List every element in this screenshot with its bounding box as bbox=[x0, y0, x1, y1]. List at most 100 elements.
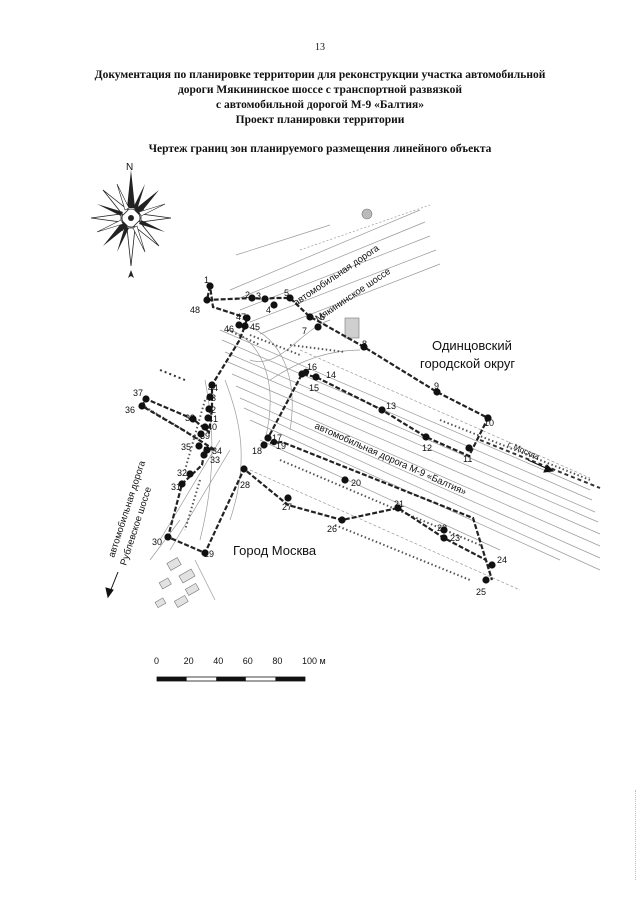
point-label: 30 bbox=[152, 537, 162, 547]
point-label: 31 bbox=[171, 482, 181, 492]
boundary-point: 31 bbox=[171, 480, 186, 492]
document-title-line: Документация по планировке территории дл… bbox=[94, 69, 546, 81]
point-label: 13 bbox=[386, 401, 396, 411]
boundary-point: 32 bbox=[177, 468, 194, 478]
scale-bar bbox=[156, 676, 306, 682]
point-label: 32 bbox=[177, 468, 187, 478]
point-label: 48 bbox=[190, 305, 200, 315]
boundary-point: 2 bbox=[245, 290, 256, 302]
point-label: 42 bbox=[206, 405, 216, 415]
point-label: 10 bbox=[484, 418, 494, 428]
boundary-point: 46 bbox=[224, 321, 243, 334]
boundary-point: 25 bbox=[476, 576, 490, 597]
point-label: 43 bbox=[206, 393, 216, 403]
point-label: 4 bbox=[266, 305, 271, 315]
point-label: 11 bbox=[463, 454, 472, 464]
point-label: 12 bbox=[422, 443, 432, 453]
point-label: 15 bbox=[309, 383, 319, 393]
scale-tick-label: 40 bbox=[213, 656, 223, 666]
scale-tick-label: 60 bbox=[243, 656, 253, 666]
point-label: 38 bbox=[185, 413, 195, 423]
boundary-point: 13 bbox=[378, 401, 396, 414]
point-label: 18 bbox=[252, 446, 262, 456]
boundary-point: 21 bbox=[394, 499, 404, 512]
point-label: 26 bbox=[327, 524, 337, 534]
boundary-point: 30 bbox=[152, 533, 172, 547]
boundary-point: 48 bbox=[190, 296, 211, 315]
point-label: 40 bbox=[207, 422, 217, 432]
point-label: 5 bbox=[284, 288, 289, 298]
point-label: 25 bbox=[476, 587, 486, 597]
point-label: 37 bbox=[133, 388, 143, 398]
boundary-point: 36 bbox=[125, 402, 146, 415]
point-label: 6 bbox=[320, 312, 325, 322]
point-label: 36 bbox=[125, 405, 135, 415]
boundary-point: 11 bbox=[463, 444, 473, 464]
boundary-point: 9 bbox=[433, 381, 441, 396]
boundary-point: 40 bbox=[201, 422, 217, 432]
road-label-myakininskoe: Мякининское шоссе bbox=[314, 266, 393, 324]
boundary-point: 26 bbox=[327, 516, 346, 534]
point-label: 34 bbox=[212, 446, 222, 456]
document-title-line: с автомобильной дорогой М-9 «Балтия» bbox=[215, 99, 424, 111]
document-title-line: Проект планировки территории bbox=[235, 114, 405, 126]
scale-tick-label: 0 bbox=[154, 656, 159, 666]
page-number: 13 bbox=[315, 42, 325, 53]
point-label: 19 bbox=[276, 441, 286, 451]
road-label-to-moscow: г. Москва bbox=[506, 440, 541, 462]
boundary-point: 47 bbox=[236, 312, 251, 322]
boundary-point: 38 bbox=[185, 413, 197, 423]
boundary-point: 10 bbox=[484, 414, 494, 428]
drawing-title: Чертеж границ зон планируемого размещени… bbox=[148, 143, 492, 155]
area-label-odintsovo: Одинцовский bbox=[432, 338, 512, 353]
document-title-line: дороги Мякининское шоссе с транспортной … bbox=[177, 84, 463, 96]
point-label: 1 bbox=[204, 275, 209, 285]
point-label: 29 bbox=[204, 549, 214, 559]
boundary-point: 23 bbox=[440, 533, 460, 543]
boundary-points: 1 2 3 4 5 6 7 8 9 10 11 12 13 14 15 16 1… bbox=[125, 275, 507, 597]
boundary-point: 45 bbox=[241, 322, 260, 332]
compass-north-label: N bbox=[126, 162, 133, 173]
point-label: 7 bbox=[302, 326, 307, 336]
boundary-point: 19 bbox=[270, 438, 286, 451]
boundary-point: 14 bbox=[312, 370, 336, 381]
point-label: 8 bbox=[362, 339, 367, 349]
point-label: 9 bbox=[434, 381, 439, 391]
boundary-point: 39 bbox=[197, 430, 210, 441]
area-label-odintsovo: городской округ bbox=[420, 356, 515, 371]
scale-tick-label: 100 м bbox=[302, 656, 326, 666]
point-label: 39 bbox=[200, 431, 210, 441]
point-label: 24 bbox=[497, 555, 507, 565]
boundary-point: 24 bbox=[488, 555, 507, 569]
compass-rose-icon bbox=[90, 170, 172, 278]
boundary-point: 28 bbox=[240, 465, 250, 490]
boundary-point: 6 bbox=[306, 312, 325, 322]
point-label: 2 bbox=[245, 290, 250, 300]
boundary-point: 5 bbox=[284, 288, 294, 302]
direction-arrow-icon bbox=[105, 459, 555, 599]
boundary-point: 34 bbox=[203, 446, 222, 456]
boundary-point: 42 bbox=[205, 405, 216, 415]
boundary-point: 41 bbox=[204, 414, 218, 424]
point-label: 14 bbox=[326, 370, 336, 380]
point-label: 33 bbox=[210, 455, 220, 465]
boundary-point: 37 bbox=[133, 388, 150, 403]
point-label: 47 bbox=[236, 312, 246, 322]
point-label: 46 bbox=[224, 324, 234, 334]
point-label: 3 bbox=[256, 291, 261, 301]
boundary-point: 8 bbox=[360, 339, 368, 351]
boundary-point: 1 bbox=[204, 275, 214, 290]
margin-mark bbox=[633, 790, 636, 880]
point-label: 17 bbox=[272, 433, 282, 443]
boundary-point: 44 bbox=[208, 381, 218, 393]
point-label: 21 bbox=[394, 499, 404, 509]
boundary-point: 43 bbox=[206, 393, 216, 403]
point-label: 27 bbox=[282, 502, 292, 512]
boundary-point: 27 bbox=[282, 494, 292, 512]
point-label: 23 bbox=[450, 533, 460, 543]
boundary-point: 3 bbox=[256, 291, 269, 303]
boundary-point: 17 bbox=[264, 433, 282, 443]
document-title: Документация по планировке территории дл… bbox=[40, 68, 600, 128]
